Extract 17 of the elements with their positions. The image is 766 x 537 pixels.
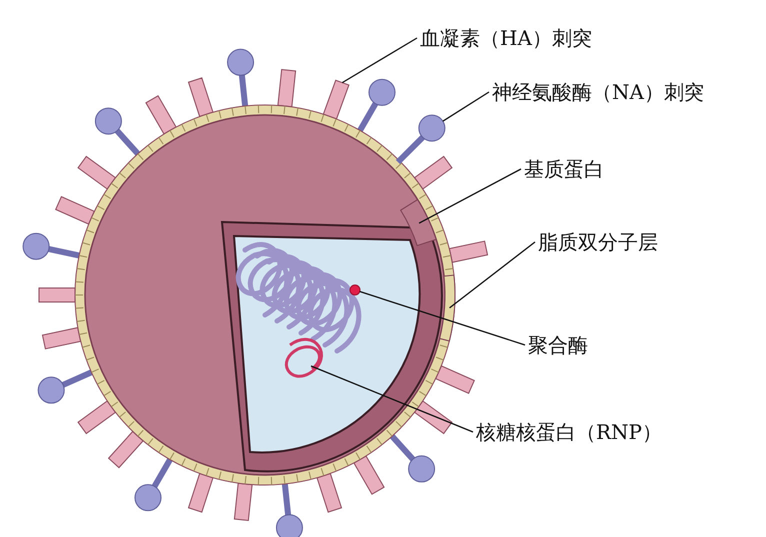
membrane-layer	[400, 199, 437, 246]
protein-sphere	[396, 114, 446, 164]
membrane-layer	[439, 274, 456, 342]
part-label: 神经氨酸酶（NA）刺突	[492, 80, 704, 104]
part-label: 基质蛋白	[524, 157, 604, 181]
leader-line	[418, 168, 522, 224]
leader-line	[442, 91, 490, 122]
leader-line	[310, 365, 474, 433]
leader-line	[342, 37, 418, 84]
part-label: 血凝素（HA）刺突	[420, 26, 592, 50]
leader-line	[360, 290, 526, 346]
part-label: 核糖核蛋白（RNP）	[476, 420, 662, 444]
spike-protein	[322, 80, 350, 120]
coiled-strand	[284, 338, 323, 378]
leader-line	[449, 241, 536, 308]
part-label: 聚合酶	[528, 333, 588, 357]
part-label: 脂质双分子层	[538, 230, 658, 254]
